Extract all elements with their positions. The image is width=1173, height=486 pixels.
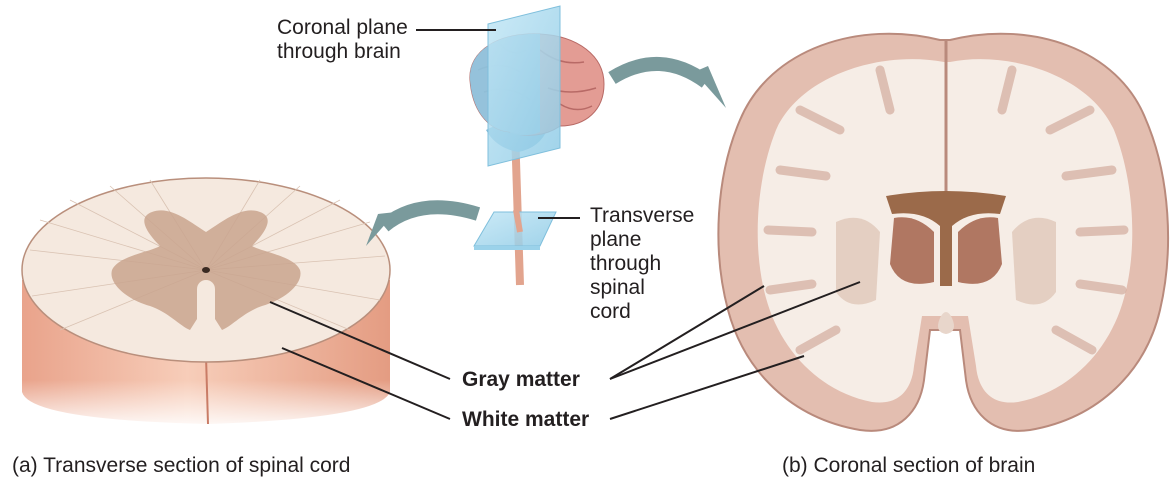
brain-coronal-section [717, 32, 1170, 432]
coronal-plane-line-1: Coronal plane [277, 16, 408, 39]
white-matter-label: White matter [462, 408, 590, 431]
transverse-plane-line-5: cord [590, 300, 631, 323]
caption-a: (a) Transverse section of spinal cord [12, 454, 351, 477]
spinal-cord-section [21, 177, 391, 426]
arrow-to-brain-section [608, 56, 726, 108]
arrow-to-cord-section [366, 200, 481, 246]
central-canal [202, 267, 210, 273]
brain-illustration [469, 5, 605, 286]
transverse-plane-line-1: Transverse [590, 204, 695, 227]
lateral-ventricles [886, 191, 1006, 286]
gray-matter-label: Gray matter [462, 368, 580, 391]
coronal-plane-label: Coronal plane through brain [277, 16, 408, 64]
leader-lines [269, 29, 861, 420]
transverse-plane-label: Transverse plane through spinal cord [590, 204, 694, 324]
coronal-plane [487, 5, 561, 167]
transverse-plane-line-3: through [590, 252, 662, 275]
coronal-plane-line-2: through brain [277, 40, 401, 63]
caption-b: (b) Coronal section of brain [782, 454, 1036, 477]
transverse-plane-line-2: plane [590, 228, 642, 251]
transverse-plane-line-4: spinal [590, 276, 645, 299]
